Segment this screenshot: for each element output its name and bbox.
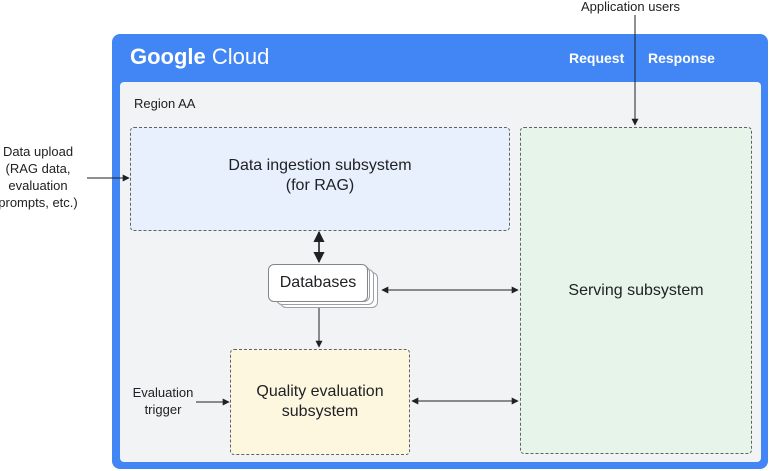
serving-title: Serving subsystem bbox=[568, 281, 704, 299]
logo-cloud-text: Cloud bbox=[211, 44, 270, 69]
evaluation-trigger-label: Evaluation trigger bbox=[132, 385, 194, 417]
data-upload-label: Data upload (RAG data, evaluation prompt… bbox=[0, 144, 78, 210]
request-label: Request bbox=[569, 50, 625, 66]
application-users-label: Application users bbox=[581, 0, 680, 14]
logo-google-text: Google bbox=[130, 44, 206, 69]
response-label: Response bbox=[648, 50, 715, 66]
data-ingestion-subsystem: Data ingestion subsystem (for RAG) bbox=[130, 127, 510, 231]
quality-title: Quality evaluation bbox=[256, 383, 384, 400]
region-label: Region AA bbox=[134, 96, 196, 111]
databases-label: Databases bbox=[279, 274, 357, 291]
ingestion-title: Data ingestion subsystem bbox=[228, 157, 412, 174]
serving-subsystem: Serving subsystem bbox=[520, 127, 752, 454]
quality-subtitle: subsystem bbox=[281, 403, 359, 420]
google-cloud-logo: Google Cloud bbox=[130, 40, 269, 74]
quality-evaluation-subsystem: Quality evaluation subsystem bbox=[230, 349, 410, 455]
databases-node: Databases bbox=[268, 264, 368, 302]
ingestion-subtitle: (for RAG) bbox=[285, 177, 355, 194]
